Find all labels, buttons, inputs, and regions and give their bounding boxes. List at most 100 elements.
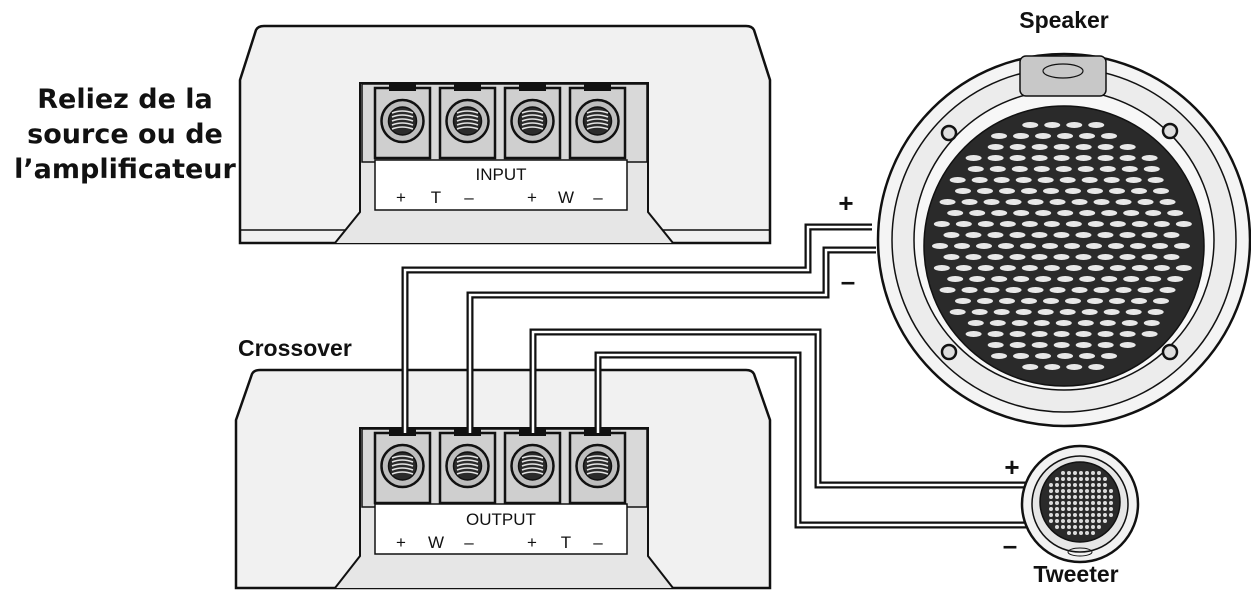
- tweeter-grille-hole: [1061, 513, 1065, 517]
- speaker-grille-slot: [1027, 287, 1044, 293]
- speaker-grille-slot: [1175, 221, 1192, 227]
- speaker-grille-slot: [1021, 221, 1038, 227]
- tweeter-title: Tweeter: [1033, 561, 1118, 587]
- tweeter-grille-hole: [1055, 525, 1059, 529]
- speaker-grille-slot: [943, 232, 960, 238]
- speaker-grille-slot: [955, 221, 972, 227]
- tweeter-grille-hole: [1079, 501, 1083, 505]
- speaker-grille-slot: [1031, 155, 1048, 161]
- speaker-grille-slot: [1130, 243, 1146, 249]
- tweeter-grille-hole: [1061, 525, 1065, 529]
- speaker-grille-slot: [1087, 188, 1104, 194]
- speaker-grille-slot: [987, 144, 1004, 150]
- output-terminal: [503, 429, 562, 505]
- speaker-grille-slot: [999, 298, 1016, 304]
- speaker-grille-slot: [1027, 199, 1044, 205]
- tweeter-grille-hole: [1085, 477, 1089, 481]
- speaker-grille-slot: [1031, 331, 1048, 337]
- tweeter-grille-hole: [1079, 519, 1083, 523]
- tweeter-grille-hole: [1103, 513, 1107, 517]
- speaker-grille-slot: [987, 331, 1004, 337]
- tweeter-grille-hole: [1091, 525, 1095, 529]
- speaker-grille-slot: [976, 243, 992, 249]
- speaker-grille-slot: [987, 155, 1004, 161]
- speaker-grille-slot: [1011, 166, 1028, 172]
- tweeter-grille-hole: [1085, 501, 1089, 505]
- speaker-grille-slot: [1031, 342, 1048, 348]
- tweeter-grille-hole: [1103, 495, 1107, 499]
- tweeter-grille-hole: [1061, 489, 1065, 493]
- speaker-grille-slot: [1109, 265, 1126, 271]
- speaker-grille-slot: [977, 188, 994, 194]
- wire-woofer-positive: [401, 223, 872, 433]
- speaker: + –: [838, 52, 1251, 428]
- speaker-grille-slot: [1159, 199, 1176, 205]
- speaker-grille-slot: [1009, 342, 1026, 348]
- tweeter-grille-hole: [1079, 495, 1083, 499]
- output-label-title: OUTPUT: [466, 510, 536, 529]
- tweeter-grille-hole: [1091, 519, 1095, 523]
- speaker-grille-slot: [939, 199, 956, 205]
- speaker-grille-slot: [965, 254, 982, 260]
- speaker-grille-slot: [1075, 254, 1092, 260]
- speaker-grille-slot: [1101, 353, 1118, 359]
- speaker-grille-slot: [1035, 276, 1052, 282]
- tweeter-grille-hole: [1067, 531, 1071, 535]
- speaker-grille-slot: [1035, 133, 1052, 139]
- speaker-grille-slot: [993, 309, 1010, 315]
- speaker-grille-slot: [1057, 276, 1074, 282]
- speaker-grille-slot: [1065, 265, 1082, 271]
- speaker-grille-slot: [1137, 199, 1154, 205]
- wire-woofer-negative: [466, 246, 876, 433]
- tweeter-grille-hole: [1067, 519, 1071, 523]
- speaker-grille-slot: [1065, 221, 1082, 227]
- speaker-grille-slot: [1081, 177, 1098, 183]
- speaker-grille-slot: [969, 210, 986, 216]
- speaker-grille-slot: [1153, 298, 1170, 304]
- tweeter-grille-hole: [1049, 513, 1053, 517]
- output-sign-3: –: [464, 533, 474, 552]
- speaker-grille-slot: [955, 265, 972, 271]
- speaker-grille-slot: [947, 210, 964, 216]
- speaker-grille-slot: [1152, 243, 1168, 249]
- speaker-grille-slot: [1123, 210, 1140, 216]
- speaker-grille-slot: [1097, 232, 1114, 238]
- tweeter-grille-hole: [1103, 501, 1107, 505]
- speaker-grille-slot: [1037, 309, 1054, 315]
- tweeter-grille-hole: [1049, 519, 1053, 523]
- speaker-screw: [1161, 122, 1179, 140]
- speaker-grille-slot: [1141, 254, 1158, 260]
- tweeter-grille-hole: [1097, 519, 1101, 523]
- tweeter-grille-hole: [1097, 489, 1101, 493]
- speaker-grille-slot: [933, 265, 950, 271]
- speaker-grille-slot: [1075, 342, 1092, 348]
- speaker-grille-slot: [1141, 155, 1158, 161]
- speaker-grille-slot: [1075, 144, 1092, 150]
- tweeter-grille-hole: [1085, 531, 1089, 535]
- speaker-grille-slot: [1057, 133, 1074, 139]
- tweeter-grille-hole: [1103, 477, 1107, 481]
- speaker-grille-slot: [1044, 364, 1061, 370]
- tweeter-grille-hole: [1067, 501, 1071, 505]
- speaker-grille-slot: [1115, 287, 1132, 293]
- speaker-grille-slot: [1079, 276, 1096, 282]
- speaker-grille-slot: [1145, 276, 1162, 282]
- speaker-grille-slot: [987, 342, 1004, 348]
- speaker-grille-slot: [1009, 331, 1026, 337]
- tweeter-grille-hole: [1055, 477, 1059, 481]
- tweeter-grille-hole: [1103, 519, 1107, 523]
- tweeter-grille-hole: [1085, 489, 1089, 493]
- speaker-grille-slot: [1093, 287, 1110, 293]
- speaker-grille-slot: [1043, 265, 1060, 271]
- speaker-grille-slot: [999, 265, 1016, 271]
- tweeter-grille-hole: [1055, 513, 1059, 517]
- speaker-grille-slot: [1119, 155, 1136, 161]
- tweeter-grille-hole: [1073, 477, 1077, 481]
- speaker-grille-slot: [1174, 243, 1190, 249]
- tweeter-grille-hole: [1109, 495, 1113, 499]
- speaker-grille-slot: [1033, 166, 1050, 172]
- tweeter-grille-hole: [1085, 483, 1089, 487]
- speaker-grille-slot: [1059, 177, 1076, 183]
